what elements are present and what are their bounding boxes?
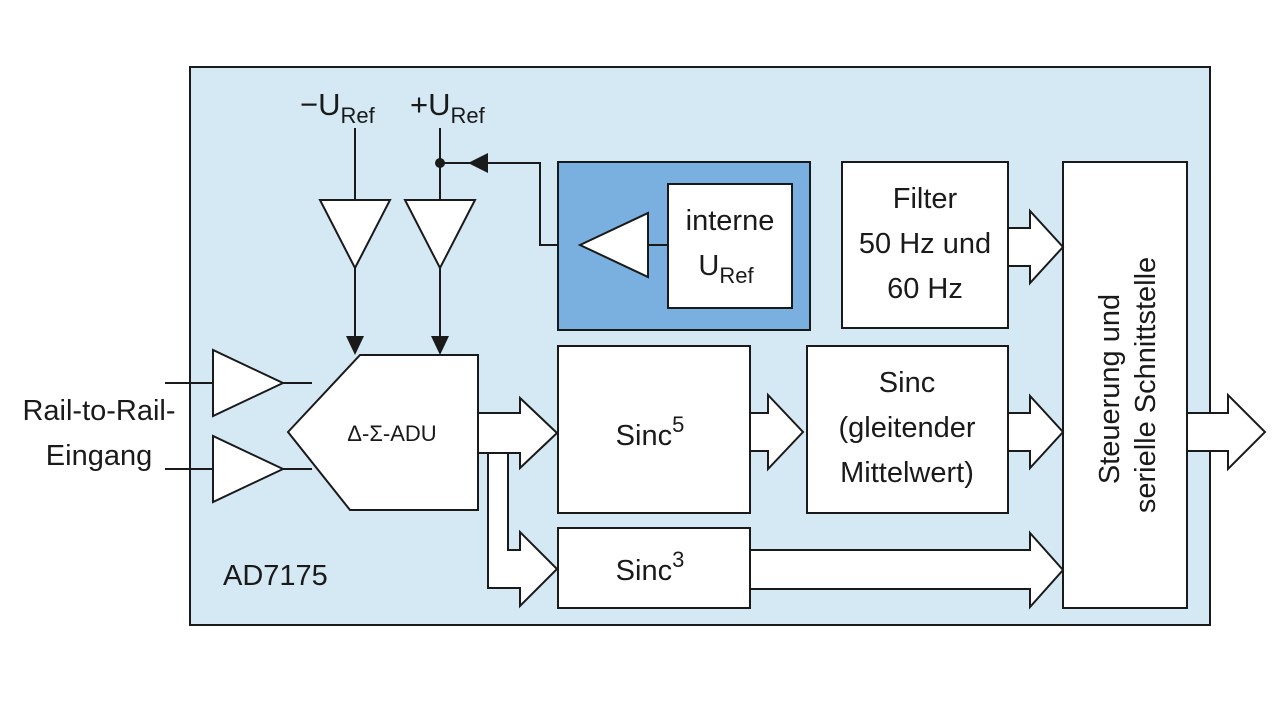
sinc-avg-line2: (gleitender bbox=[838, 412, 975, 444]
sinc-avg-block bbox=[806, 345, 1009, 514]
sinc3-block bbox=[557, 527, 751, 609]
serial-output-bus bbox=[1186, 392, 1267, 472]
internal-ref-arrowhead bbox=[468, 153, 488, 173]
pos-ref-label: +URef bbox=[410, 87, 486, 128]
control-label: Steuerung und serielle Schnittstelle bbox=[1094, 257, 1162, 513]
neg-ref-buffer bbox=[318, 199, 392, 271]
input-label-line1: Rail-to-Rail- bbox=[22, 395, 175, 427]
filter-line1: Filter bbox=[893, 183, 958, 215]
sinc-avg-line1: Sinc bbox=[879, 367, 935, 399]
sinc3-to-control-bus bbox=[749, 530, 1065, 610]
filter-line2: 50 Hz und bbox=[859, 228, 991, 260]
avg-to-control-bus bbox=[1007, 393, 1065, 471]
sinc5-label: Sinc5 bbox=[616, 412, 685, 452]
filter-to-control-bus bbox=[1007, 208, 1065, 286]
filter-50-60-block bbox=[841, 161, 1009, 329]
filter-line3: 60 Hz bbox=[887, 273, 963, 305]
input-buffer-bottom bbox=[212, 434, 286, 504]
internal-ref-source bbox=[667, 183, 793, 309]
neg-ref-to-adc-arrowhead bbox=[346, 336, 364, 355]
chip-name: AD7175 bbox=[223, 560, 328, 592]
input-label-line2: Eingang bbox=[46, 440, 152, 472]
sinc3-label: Sinc3 bbox=[616, 547, 685, 587]
pos-ref-buffer bbox=[403, 199, 477, 271]
sinc5-block bbox=[557, 345, 751, 514]
adc-to-sinc3-bus bbox=[487, 452, 559, 609]
adc-to-sinc5-bus bbox=[477, 395, 559, 471]
control-serial-block bbox=[1062, 161, 1188, 609]
neg-ref-label: −URef bbox=[300, 87, 376, 128]
input-buffer-top bbox=[212, 348, 286, 418]
sigma-delta-adc bbox=[286, 354, 479, 511]
internal-ref-line2: URef bbox=[698, 250, 754, 288]
sinc-avg-line3: Mittelwert) bbox=[840, 457, 974, 489]
pos-ref-to-adc-arrowhead bbox=[431, 336, 449, 355]
internal-ref-line1: interne bbox=[686, 205, 775, 237]
sinc5-to-avg-bus bbox=[749, 392, 805, 472]
adc-label: Δ-Σ-ADU bbox=[347, 421, 436, 446]
